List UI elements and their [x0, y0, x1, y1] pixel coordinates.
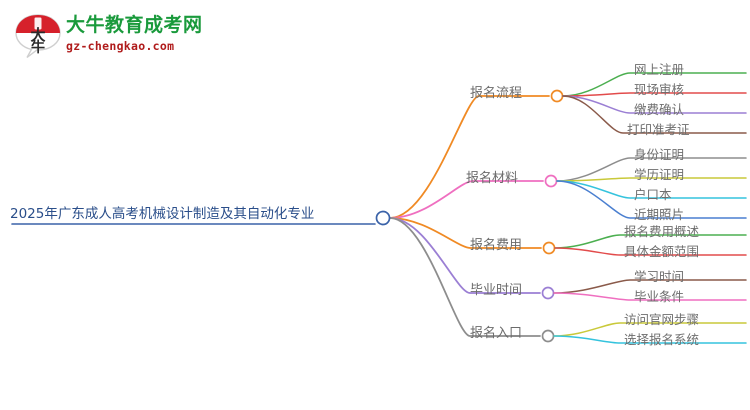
branch-node-3[interactable] — [542, 241, 556, 255]
root-label[interactable]: 2025年广东成人高考机械设计制造及其自动化专业 — [10, 206, 315, 222]
leaf-label-1-3[interactable]: 缴费确认 — [634, 102, 685, 117]
leaf-label-4-1[interactable]: 学习时间 — [634, 269, 685, 284]
branch-trunk — [389, 95, 550, 219]
leaf-label-2-1[interactable]: 身份证明 — [634, 147, 685, 162]
leaf-line — [556, 180, 747, 219]
branch-trunk — [389, 180, 544, 219]
leaf-label-1-4[interactable]: 打印准考证 — [627, 122, 690, 137]
branch-node-1[interactable] — [550, 89, 564, 103]
leaf-label-3-1[interactable]: 报名费用概述 — [624, 224, 700, 239]
branch-node-5[interactable] — [541, 329, 555, 343]
root-node[interactable] — [375, 210, 391, 226]
leaf-line — [553, 292, 747, 301]
branch-label-1[interactable]: 报名流程 — [470, 86, 523, 101]
leaf-label-4-2[interactable]: 毕业条件 — [634, 289, 685, 304]
branch-label-2[interactable]: 报名材料 — [466, 171, 519, 186]
leaf-label-5-2[interactable]: 选择报名系统 — [624, 332, 700, 347]
leaf-line — [562, 95, 747, 134]
branch-label-3[interactable]: 报名费用 — [470, 238, 523, 253]
branch-trunk — [389, 217, 541, 337]
site-logo[interactable]: 大 牛 大牛教育成考网 gz-chengkao.com — [14, 10, 203, 62]
branch-label-5[interactable]: 报名入口 — [470, 326, 523, 341]
leaf-label-2-2[interactable]: 学历证明 — [634, 167, 685, 182]
svg-text:牛: 牛 — [31, 39, 45, 56]
logo-name-cn: 大牛教育成考网 — [66, 14, 203, 36]
logo-mark-icon: 大 牛 — [15, 14, 61, 59]
leaf-label-1-2[interactable]: 现场审核 — [634, 82, 685, 97]
leaf-label-5-1[interactable]: 访问官网步骤 — [624, 312, 700, 327]
svg-text:大: 大 — [30, 26, 45, 44]
leaf-line — [556, 157, 747, 182]
logo-text-block: 大牛教育成考网 gz-chengkao.com — [66, 14, 203, 54]
leaf-label-3-2[interactable]: 具体金额范围 — [624, 244, 700, 259]
leaf-label-1-1[interactable]: 网上注册 — [634, 62, 685, 77]
leaf-label-2-4[interactable]: 近期照片 — [634, 207, 685, 222]
branch-trunk — [389, 217, 542, 249]
branch-node-4[interactable] — [541, 286, 555, 300]
leaf-label-2-3[interactable]: 户口本 — [634, 187, 672, 202]
branch-trunk — [389, 217, 541, 294]
leaf-line — [554, 247, 747, 256]
leaf-line — [562, 95, 747, 114]
leaf-line — [553, 335, 747, 344]
branch-label-4[interactable]: 毕业时间 — [470, 283, 523, 298]
branch-node-2[interactable] — [544, 174, 558, 188]
logo-name-en: gz-chengkao.com — [66, 39, 175, 53]
